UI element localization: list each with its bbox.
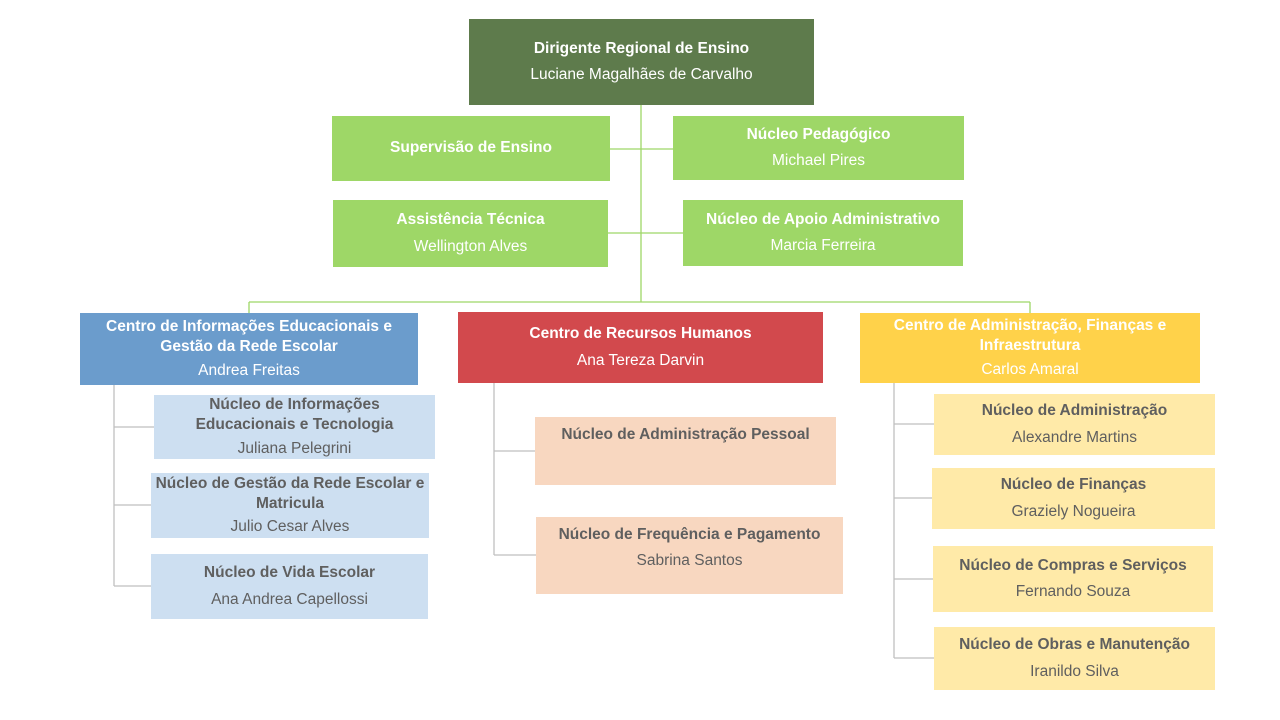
staff-person: Michael Pires [771, 152, 866, 169]
unit-title: Núcleo de Administração [981, 402, 1168, 420]
unit-financas-box: Núcleo de Finanças Graziely Nogueira [932, 468, 1215, 529]
staff-title: Núcleo de Apoio Administrativo [706, 210, 940, 228]
unit-title: Núcleo de Vida Escolar [203, 564, 376, 582]
unit-person: Iranildo Silva [1030, 662, 1119, 680]
staff-person: Wellington Alves [413, 237, 528, 255]
unit-administracao-pessoal-box: Núcleo de Administração Pessoal [535, 417, 836, 485]
unit-title: Núcleo de Obras e Manutenção [959, 636, 1190, 654]
staff-nucleo-pedagogico-box: Núcleo Pedagógico Michael Pires [673, 116, 964, 180]
unit-title: Núcleo de Informações Educacionais e Tec… [195, 396, 394, 434]
center-person: Andrea Freitas [198, 361, 300, 379]
center-person: Carlos Amaral [981, 360, 1079, 378]
unit-person: Graziely Nogueira [1011, 502, 1136, 520]
unit-title: Núcleo de Gestão da Rede Escolar e Matri… [155, 474, 425, 512]
unit-gestao-rede-box: Núcleo de Gestão da Rede Escolar e Matri… [151, 473, 429, 538]
unit-frequencia-pagamento-box: Núcleo de Frequência e Pagamento Sabrina… [536, 517, 843, 594]
unit-person: Alexandre Martins [1012, 428, 1137, 446]
unit-person: Fernando Souza [1015, 583, 1131, 600]
unit-person: Julio Cesar Alves [230, 518, 350, 536]
staff-title: Assistência Técnica [396, 211, 545, 229]
center-informacoes-box: Centro de Informações Educacionais e Ges… [80, 313, 418, 385]
center-recursos-humanos-box: Centro de Recursos Humanos Ana Tereza Da… [458, 312, 823, 383]
root-box: Dirigente Regional de Ensino Luciane Mag… [469, 19, 814, 105]
unit-title: Núcleo de Compras e Serviços [959, 556, 1187, 574]
center-title: Centro de Recursos Humanos [529, 325, 752, 343]
staff-title: Supervisão de Ensino [390, 139, 552, 157]
unit-informacoes-tecnologia-box: Núcleo de Informações Educacionais e Tec… [154, 395, 435, 459]
staff-assistencia-tecnica-box: Assistência Técnica Wellington Alves [333, 200, 608, 267]
center-title: Centro de Informações Educacionais e Ges… [106, 318, 392, 356]
center-person: Ana Tereza Darvin [576, 351, 705, 369]
unit-administracao-box: Núcleo de Administração Alexandre Martin… [934, 394, 1215, 455]
staff-person: Marcia Ferreira [770, 237, 876, 254]
staff-title: Núcleo Pedagógico [746, 125, 891, 143]
unit-obras-manutencao-box: Núcleo de Obras e Manutenção Iranildo Si… [934, 627, 1215, 690]
root-title: Dirigente Regional de Ensino [533, 39, 750, 57]
unit-vida-escolar-box: Núcleo de Vida Escolar Ana Andrea Capell… [151, 554, 428, 619]
center-title: Centro de Administração, Finanças e Infr… [893, 317, 1167, 355]
unit-title: Núcleo de Frequência e Pagamento [558, 526, 821, 543]
unit-title: Núcleo de Finanças [1000, 476, 1147, 494]
unit-compras-servicos-box: Núcleo de Compras e Serviços Fernando So… [933, 546, 1213, 612]
staff-supervisao-box: Supervisão de Ensino [332, 116, 610, 181]
unit-person: Sabrina Santos [636, 552, 743, 570]
root-person: Luciane Magalhães de Carvalho [530, 66, 753, 83]
unit-title: Núcleo de Administração Pessoal [561, 426, 810, 443]
unit-person: Juliana Pelegrini [237, 439, 352, 457]
unit-person: Ana Andrea Capellossi [211, 590, 368, 608]
staff-apoio-administrativo-box: Núcleo de Apoio Administrativo Marcia Fe… [683, 200, 963, 266]
center-administracao-box: Centro de Administração, Finanças e Infr… [860, 313, 1200, 383]
